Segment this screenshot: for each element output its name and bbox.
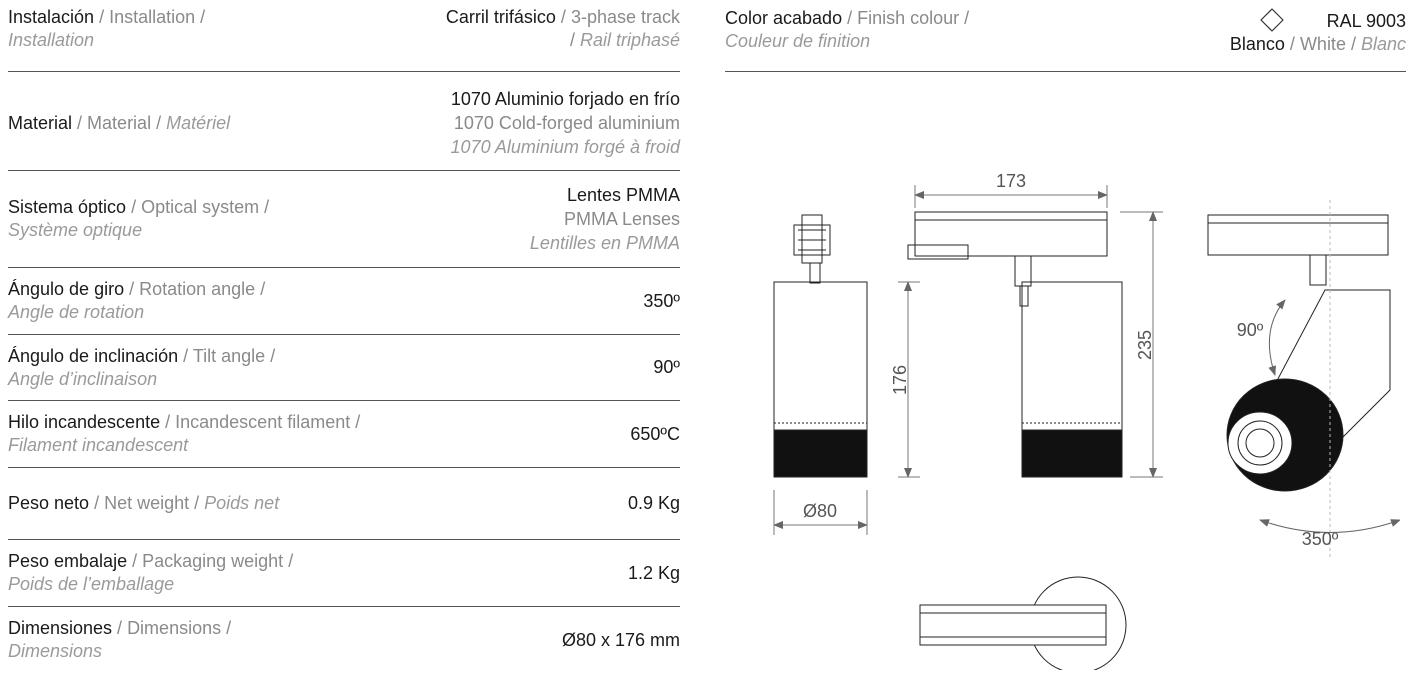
dim-width: 173 [996,171,1026,191]
spec-value: Ø80 x 176 mm [561,629,680,650]
dimension-lines [773,185,1163,535]
spec-value: Carril trifásico / 3-phase track / Rail … [445,7,680,50]
colour-swatch-icon [1259,8,1284,32]
spec-value: 0.9 Kg [627,493,680,513]
spec-label: Instalación / Installation / Installatio… [8,7,206,50]
spec-label: Ángulo de inclinación / Tilt angle / Ang… [8,345,276,389]
dim-tilt: 90º [1237,320,1264,340]
main-view [907,211,1123,478]
label-es: Instalación [8,7,95,27]
ral-code: RAL 9003 [1326,11,1406,31]
finish-colour-row: Color acabado / Finish colour / Couleur … [725,0,1406,72]
spec-value: 350º [643,290,680,311]
spec-value: 1.2 Kg [627,562,680,583]
spec-row-installation: Instalación / Installation / Installatio… [8,0,680,72]
tilted-view [1207,200,1401,560]
spec-row-optical: Sistema óptico / Optical system / Systèm… [8,171,680,268]
label-en: Installation [109,7,196,27]
spec-label: Dimensiones / Dimensions / Dimensions [8,618,232,661]
dim-diameter: Ø80 [803,501,837,521]
spec-label: Peso embalaje / Packaging weight / Poids… [8,551,294,594]
label-fr: Installation [8,30,95,50]
dim-height-total: 235 [1135,330,1155,360]
spec-row-rotation: Ángulo de giro / Rotation angle / Angle … [8,268,680,335]
spec-label: Hilo incandescente / Incandescent filame… [8,412,361,455]
dim-rotation: 350º [1302,529,1339,549]
spec-label: Material / Material / Matériel [8,112,231,133]
spec-label: Peso neto / Net weight / Poids net [8,493,280,513]
spec-label: Ángulo de giro / Rotation angle / Angle … [8,279,266,322]
spec-row-net-weight: Peso neto / Net weight / Poids net 0.9 K… [8,468,680,540]
spec-value: 650ºC [630,423,680,444]
technical-drawing: 173 235 176 Ø80 90º 350º [760,160,1401,674]
spec-row-packaging-weight: Peso embalaje / Packaging weight / Poids… [8,540,680,607]
finish-value: RAL 9003 Blanco / White / Blanc [1230,7,1406,56]
spec-label: Sistema óptico / Optical system / Systèm… [8,197,270,240]
side-view [773,214,868,478]
finish-label: Color acabado / Finish colour / Couleur … [725,8,970,51]
spec-value: 90º [653,357,680,377]
spec-row-material: Material / Material / Matériel 1070 Alum… [8,72,680,171]
spec-table: Instalación / Installation / Installatio… [8,0,680,673]
spec-row-filament: Hilo incandescente / Incandescent filame… [8,401,680,468]
dim-height-body: 176 [890,365,910,395]
spec-row-dimensions: Dimensiones / Dimensions / Dimensions Ø8… [8,607,680,673]
spec-row-tilt: Ángulo de inclinación / Tilt angle / Ang… [8,335,680,401]
bottom-view [919,576,1127,674]
